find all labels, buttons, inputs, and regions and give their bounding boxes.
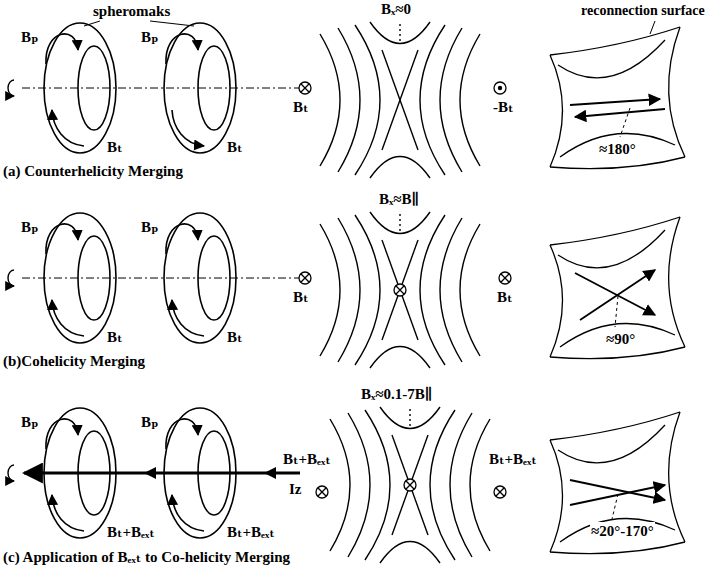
field-label: -Bₜ — [492, 98, 515, 116]
field-label: Bₜ+Bₑₓₜ — [488, 450, 538, 468]
field-label: Bₜ+Bₑₓₜ — [226, 523, 276, 541]
field-label: Bₚ — [140, 28, 159, 46]
field-label: Bₓ≈0.1-7B∥ — [360, 385, 434, 403]
field-label: Bₚ — [20, 28, 39, 46]
part-name: spheromaks — [92, 2, 171, 20]
field-label: Bₓ≈0 — [380, 0, 412, 18]
angle-label: ≈20°-170° — [590, 522, 655, 540]
field-label: Bₜ — [292, 288, 310, 306]
angle-label: ≈90° — [605, 330, 636, 348]
panel-caption: (b)Cohelicity Merging — [2, 352, 146, 370]
current-label: Iz — [288, 480, 303, 498]
panel-caption: (a) Counterhelicity Merging — [2, 162, 184, 180]
field-label: Bₓ≈B∥ — [378, 190, 420, 208]
field-label: Bₚ — [20, 218, 39, 236]
field-label: Bₜ — [496, 288, 514, 306]
panel-caption: (c) Application of Bₑₓₜ to Co-helicity M… — [2, 548, 291, 566]
field-label: Bₜ — [292, 98, 310, 116]
field-label: Bₜ+Bₑₓₜ — [282, 450, 332, 468]
field-label: Bₚ — [140, 218, 159, 236]
angle-label: ≈180° — [598, 140, 637, 158]
part-name: reconnection surface — [580, 2, 706, 20]
field-label: Bₜ — [106, 328, 124, 346]
field-label: Bₚ — [20, 413, 39, 431]
field-label: Bₜ — [226, 138, 244, 156]
field-label: Bₜ+Bₑₓₜ — [106, 523, 156, 541]
field-label: Bₚ — [140, 413, 159, 431]
field-label: Bₜ — [106, 138, 124, 156]
field-label: Bₜ — [226, 328, 244, 346]
